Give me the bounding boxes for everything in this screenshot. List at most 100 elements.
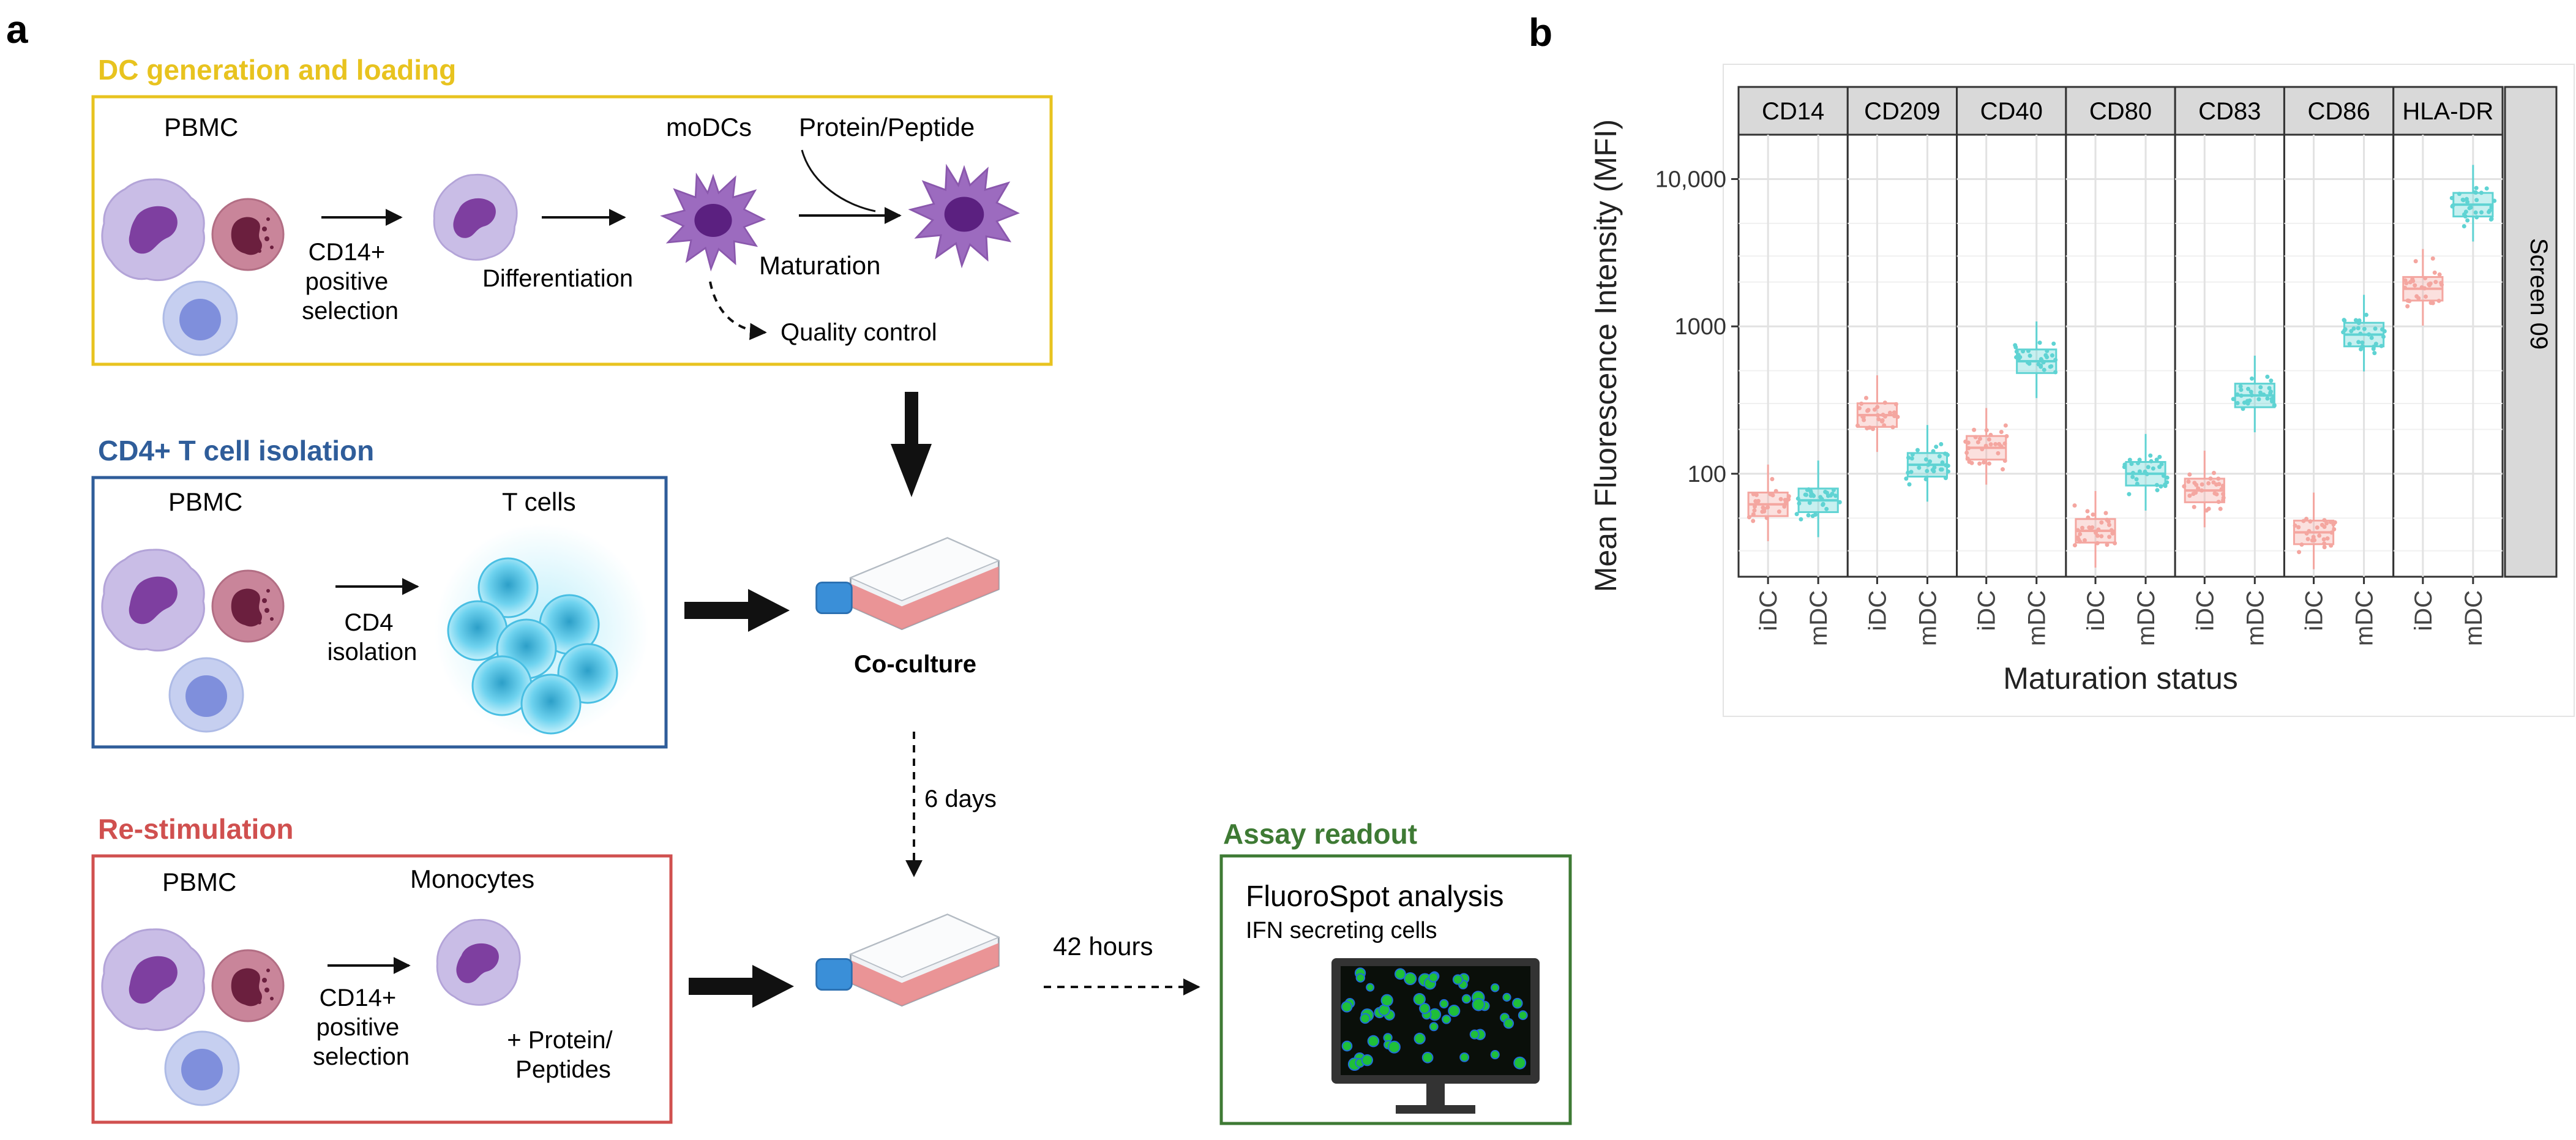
data-point [2356, 340, 2361, 345]
fluorospot-spot [1380, 994, 1393, 1007]
data-point [2268, 389, 2273, 394]
data-point [1855, 423, 1860, 428]
data-point [2484, 186, 2489, 191]
data-point [2075, 528, 2080, 533]
data-point [2258, 385, 2263, 390]
facet-panel [2392, 133, 2504, 578]
data-point [2127, 492, 2132, 497]
facet-panel [2174, 133, 2285, 578]
x-tick-label: mDC [2024, 590, 2051, 646]
x-tick-label: mDC [2351, 590, 2378, 646]
data-point [1808, 490, 1813, 495]
data-point [1944, 463, 1949, 468]
facet-strip-right-label: Screen 09 [2525, 238, 2552, 350]
data-point [2151, 466, 2155, 471]
data-point [1973, 435, 1978, 440]
data-point [2239, 388, 2244, 392]
data-point [1807, 500, 1812, 505]
fluorospot-spot [1459, 1052, 1470, 1062]
fluorospot-spot [1503, 1018, 1515, 1029]
tcell-section-title: CD4+ T cell isolation [98, 435, 374, 467]
culture-flask-icon [815, 913, 1000, 1007]
data-point [2321, 537, 2326, 542]
data-point [1813, 512, 1818, 517]
granulocyte-icon [211, 949, 285, 1022]
data-point [2299, 542, 2304, 547]
lymphocyte-icon [162, 280, 238, 356]
x-tick-label: iDC [1974, 590, 2001, 631]
data-point [1975, 440, 1980, 444]
data-point [2353, 318, 2358, 323]
data-point [1770, 476, 1775, 481]
data-point [2159, 484, 2163, 489]
data-point [1777, 509, 1781, 514]
data-point [1907, 482, 1912, 487]
qc-dashed-arrow [709, 281, 767, 340]
fluorospot-spot [1421, 1051, 1434, 1063]
data-point [1783, 501, 1788, 506]
data-point [2430, 256, 2435, 261]
data-point [1988, 432, 1993, 437]
data-point [1923, 457, 1928, 462]
data-point [1804, 492, 1809, 497]
assay-line1: FluoroSpot analysis [1246, 880, 1504, 913]
data-point [1887, 410, 1892, 415]
data-point [2231, 397, 2236, 402]
data-point [1859, 401, 1864, 406]
data-point [1747, 515, 1751, 520]
protein-peptide-label: Protein/Peptide [799, 113, 975, 141]
data-point [1862, 418, 1866, 422]
facet-strip-label: CD209 [1864, 98, 1941, 125]
data-point [1972, 427, 1977, 432]
data-point [2241, 407, 2245, 411]
data-point [1964, 451, 1969, 455]
data-point [2362, 326, 2367, 331]
data-point [2016, 353, 2021, 358]
data-point [1761, 505, 1765, 510]
restim-section-box [91, 854, 673, 1124]
data-point [2489, 204, 2494, 209]
monocytes-label: Monocytes [410, 864, 534, 893]
data-point [2449, 195, 2454, 200]
data-point [1753, 504, 1758, 509]
fluorospot-spot [1442, 1014, 1451, 1024]
data-point [2105, 542, 2110, 547]
data-point [1966, 440, 1971, 445]
data-point [1866, 408, 1871, 413]
data-point [2186, 479, 2191, 484]
data-point [2320, 522, 2324, 527]
data-point [2080, 525, 2085, 530]
down-arrow-head [891, 444, 932, 497]
data-point [1999, 430, 2004, 435]
fluorospot-spot [1367, 1035, 1380, 1048]
restim-flask-arrow-shaft [689, 978, 756, 995]
data-point [1881, 413, 1885, 418]
dc-step1-text: CD14+ positive selection [302, 239, 399, 324]
monocyte-icon [436, 918, 521, 1006]
maturation-text: Maturation [759, 251, 880, 280]
data-point [2211, 471, 2216, 476]
data-point [2042, 367, 2046, 372]
data-point [2315, 525, 2320, 530]
data-point [2312, 538, 2317, 542]
data-point [2245, 386, 2250, 391]
data-point [1977, 437, 1982, 441]
data-point [2208, 476, 2213, 481]
data-point [2479, 210, 2484, 215]
fluorospot-spot [1469, 1029, 1480, 1040]
x-tick-label: iDC [2192, 590, 2218, 631]
data-point [1988, 442, 1993, 447]
fluorospot-spot [1513, 1056, 1527, 1070]
data-point [2404, 281, 2409, 286]
fluorospot-spot [1341, 1040, 1353, 1052]
data-point [1993, 441, 1998, 446]
qc-text: Quality control [781, 319, 937, 346]
data-point [2367, 332, 2372, 337]
data-point [2218, 506, 2223, 511]
data-point [2053, 370, 2058, 375]
data-point [2428, 301, 2433, 306]
tcell-pbmc-label: PBMC [168, 487, 242, 516]
facet-strip [1846, 86, 1958, 136]
data-point [1910, 452, 1915, 457]
y-tick-label: 100 [1688, 462, 1726, 487]
